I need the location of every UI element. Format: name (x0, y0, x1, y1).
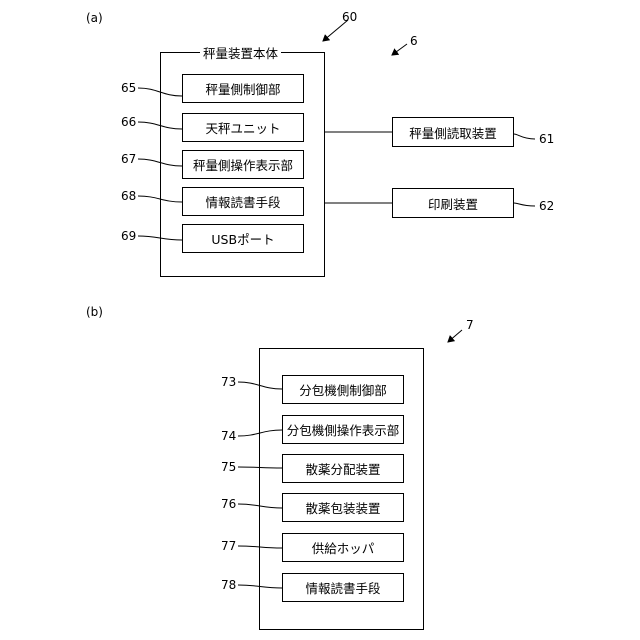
leader-62 (514, 203, 535, 206)
main-unit-title: 秤量装置本体 (200, 43, 281, 62)
box-66: 天秤ユニット (182, 113, 304, 142)
ref-76: 76 (221, 497, 236, 511)
box-73: 分包機側制御部 (282, 375, 404, 404)
ref-74: 74 (221, 429, 236, 443)
ref-6: 6 (410, 34, 418, 48)
arrow-7 (448, 330, 462, 342)
ref-75: 75 (221, 460, 236, 474)
ref-77: 77 (221, 539, 236, 553)
box-69: USBポート (182, 224, 304, 253)
ref-78: 78 (221, 578, 236, 592)
box-76: 散薬包装装置 (282, 493, 404, 522)
ref-60: 60 (342, 10, 357, 24)
ref-65: 65 (121, 81, 136, 95)
panel-b-label: (b) (86, 305, 103, 319)
box-68: 情報読書手段 (182, 187, 304, 216)
box-65: 秤量側制御部 (182, 74, 304, 103)
ref-66: 66 (121, 115, 136, 129)
box-62: 印刷装置 (392, 188, 514, 218)
ref-69: 69 (121, 229, 136, 243)
ref-68: 68 (121, 189, 136, 203)
box-77: 供給ホッパ (282, 533, 404, 562)
arrow-6 (392, 44, 407, 55)
box-61: 秤量側読取装置 (392, 117, 514, 147)
ref-61: 61 (539, 132, 554, 146)
box-75: 散薬分配装置 (282, 454, 404, 483)
ref-7: 7 (466, 318, 474, 332)
panel-a-label: (a) (86, 11, 103, 25)
box-67: 秤量側操作表示部 (182, 150, 304, 179)
ref-67: 67 (121, 152, 136, 166)
ref-62: 62 (539, 199, 554, 213)
box-78: 情報読書手段 (282, 573, 404, 602)
ref-73: 73 (221, 375, 236, 389)
box-74: 分包機側操作表示部 (282, 415, 404, 444)
leader-61 (514, 134, 535, 139)
